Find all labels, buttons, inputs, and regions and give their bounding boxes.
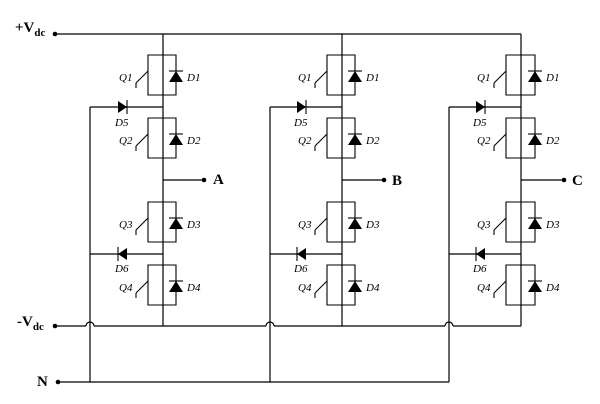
diode-label: D5 [293, 117, 308, 129]
switch-label: Q4 [298, 282, 312, 294]
switch-label: Q3 [477, 219, 491, 231]
diode-label: D6 [114, 263, 129, 275]
phase-leg-c: C Q1 D1 Q2 D2 Q3 [448, 34, 583, 382]
switch-q3-a: Q3 D3 [119, 201, 201, 243]
negative-rail: -Vdc [17, 314, 521, 333]
output-terminal-a [201, 177, 207, 183]
phase-leg-a: A Q1 D1 Q2 D2 Q3 [89, 34, 224, 382]
switch-q4-a: Q4 D4 [119, 264, 201, 306]
diode-label: D3 [545, 219, 560, 231]
clamp-diode-d5-a: D5 [114, 100, 129, 129]
diode-label: D2 [545, 135, 560, 147]
switch-q1-c: Q1 D1 [477, 54, 559, 96]
switch-q3-c: Q3 D3 [477, 201, 560, 243]
switch-label: Q4 [477, 282, 491, 294]
switch-label: Q1 [119, 72, 132, 84]
output-terminal-b [381, 177, 387, 183]
diode-label: D1 [186, 72, 200, 84]
switch-label: Q2 [298, 135, 312, 147]
diode-label: D1 [545, 72, 559, 84]
output-terminal-c [561, 177, 567, 183]
switch-q2-a: Q2 D2 [119, 117, 201, 159]
switch-q2-c: Q2 D2 [477, 117, 560, 159]
clamp-diode-d6-a: D6 [114, 247, 129, 275]
positive-rail-label: +Vdc [15, 20, 46, 39]
switch-label: Q1 [298, 72, 311, 84]
diode-label: D3 [186, 219, 201, 231]
switch-q3-b: Q3 D3 [298, 201, 380, 243]
clamp-diode-d6-b: D6 [293, 247, 308, 275]
output-label-b: B [392, 173, 402, 189]
output-label-a: A [213, 172, 224, 188]
switch-label: Q1 [477, 72, 490, 84]
diode-label: D5 [114, 117, 129, 129]
switch-label: Q4 [119, 282, 133, 294]
diode-label: D1 [365, 72, 379, 84]
diode-label: D6 [293, 263, 308, 275]
diode-label: D3 [365, 219, 380, 231]
switch-q4-b: Q4 D4 [298, 264, 380, 306]
switch-q1-b: Q1 D1 [298, 54, 379, 96]
clamp-diode-d5-c: D5 [472, 100, 487, 129]
phase-leg-b: B Q1 D1 Q2 D2 Q3 [269, 34, 402, 382]
switch-label: Q3 [298, 219, 312, 231]
switch-q4-c: Q4 D4 [477, 264, 560, 306]
positive-rail: +Vdc [15, 20, 521, 39]
output-label-c: C [572, 173, 583, 189]
switch-q1-a: Q1 D1 [119, 54, 200, 96]
clamp-diode-d6-c: D6 [472, 247, 487, 275]
neutral-rail: N [37, 374, 449, 390]
diode-label: D2 [186, 135, 201, 147]
switch-label: Q2 [119, 135, 133, 147]
diode-label: D4 [186, 282, 201, 294]
diode-label: D6 [472, 263, 487, 275]
neutral-rail-label: N [37, 374, 48, 390]
clamp-diode-d5-b: D5 [293, 100, 308, 129]
switch-q2-b: Q2 D2 [298, 117, 380, 159]
diode-label: D4 [365, 282, 380, 294]
diode-label: D4 [545, 282, 560, 294]
diode-label: D5 [472, 117, 487, 129]
diode-label: D2 [365, 135, 380, 147]
switch-label: Q3 [119, 219, 133, 231]
switch-label: Q2 [477, 135, 491, 147]
negative-rail-label: -Vdc [17, 314, 44, 333]
